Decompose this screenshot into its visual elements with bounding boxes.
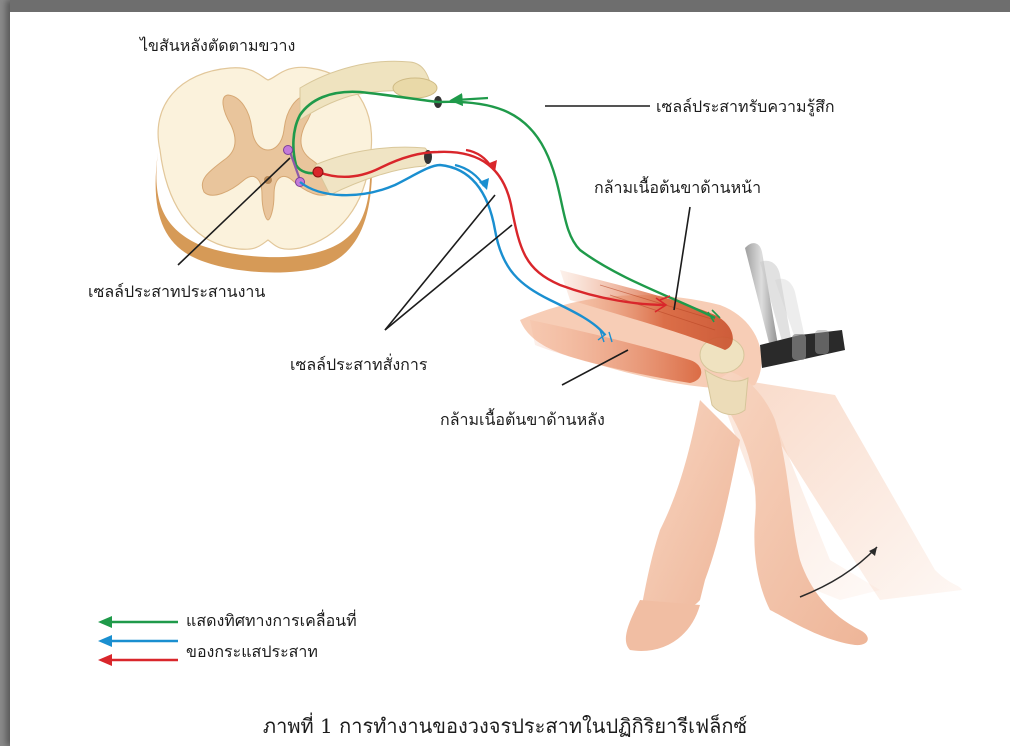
legend-arrows	[98, 616, 178, 666]
interneuron-label: เซลล์ประสาทประสานงาน	[88, 282, 265, 302]
figure-caption: ภาพที่ 1 การทำงานของวงจรประสาทในปฏิกิริย…	[0, 710, 1010, 742]
front-thigh-muscle-label: กล้ามเนื้อต้นขาด้านหน้า	[594, 178, 761, 198]
legend-text-line2: ของกระแสประสาท	[186, 642, 318, 662]
legend-text-line1: แสดงทิศทางการเคลื่อนที่	[186, 611, 357, 631]
sensory-neuron-label: เซลล์ประสาทรับความรู้สึก	[656, 97, 835, 117]
spinal-cord-label: ไขสันหลังตัดตามขวาง	[140, 36, 295, 56]
back-thigh-muscle-label: กล้ามเนื้อต้นขาด้านหลัง	[440, 410, 605, 430]
motor-neuron-label: เซลล์ประสาทสั่งการ	[290, 355, 427, 375]
